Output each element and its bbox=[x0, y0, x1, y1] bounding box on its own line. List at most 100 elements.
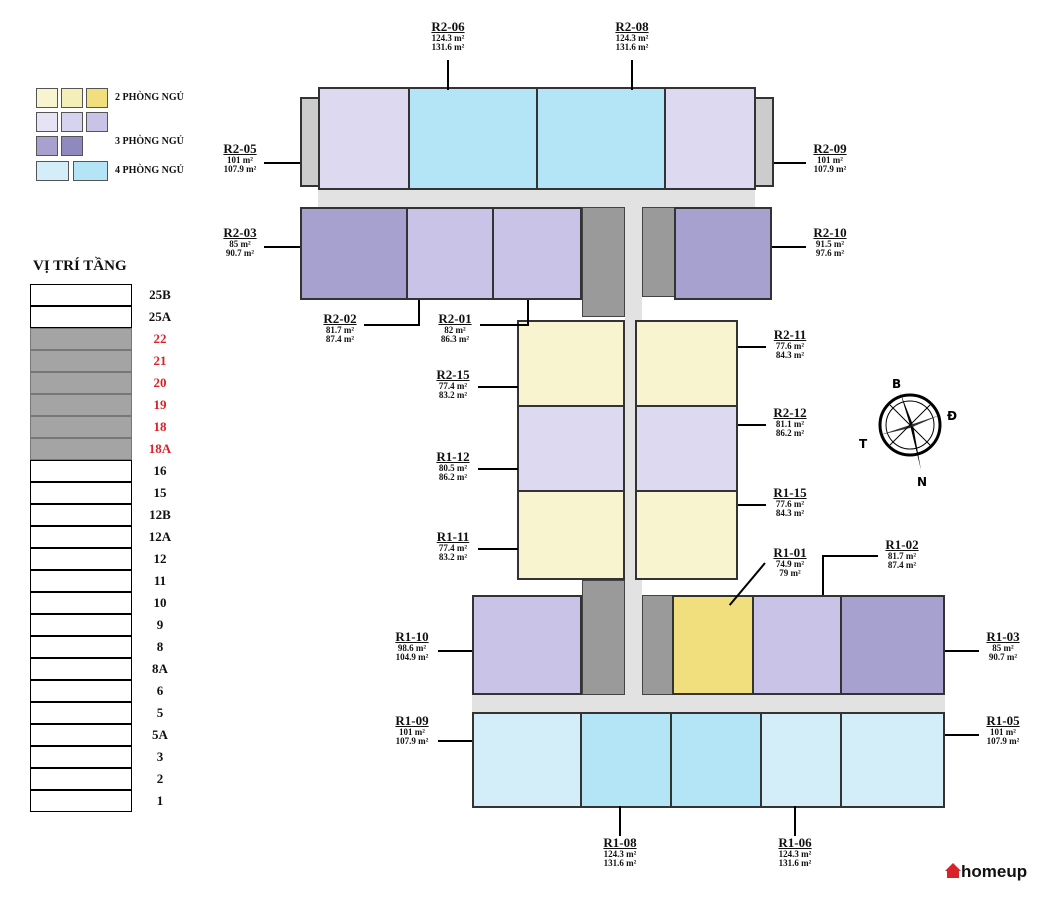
unit-r2-02[interactable] bbox=[406, 207, 494, 300]
floor-row[interactable]: 6 bbox=[30, 680, 200, 702]
floor-label: 12 bbox=[153, 551, 167, 566]
floor-box[interactable] bbox=[30, 548, 132, 570]
floor-box[interactable] bbox=[30, 570, 132, 592]
floor-box[interactable] bbox=[30, 482, 132, 504]
floor-row[interactable]: 12A bbox=[30, 526, 200, 548]
unit-area: 81.7 m² bbox=[325, 324, 355, 335]
unit-r1-07[interactable] bbox=[760, 712, 842, 808]
floor-box[interactable] bbox=[30, 658, 132, 680]
floor-row[interactable]: 3 bbox=[30, 746, 200, 768]
floor-label: 21 bbox=[153, 353, 167, 368]
floor-box[interactable] bbox=[30, 746, 132, 768]
unit-r2-05[interactable] bbox=[318, 87, 410, 190]
floor-box[interactable] bbox=[30, 702, 132, 724]
floor-box[interactable] bbox=[30, 768, 132, 790]
unit-area: 86.2 m² bbox=[775, 428, 805, 439]
unit-r2-12[interactable] bbox=[635, 405, 738, 492]
unit-r2-11[interactable] bbox=[635, 320, 738, 407]
unit-r1-11[interactable] bbox=[517, 490, 625, 580]
unit-r1-08[interactable] bbox=[580, 712, 672, 808]
unit-r1-10[interactable] bbox=[472, 595, 582, 695]
unit-r1-03[interactable] bbox=[840, 595, 945, 695]
floor-label: 25A bbox=[148, 309, 172, 324]
unit-r2-03[interactable] bbox=[300, 207, 408, 300]
unit-r1-15[interactable] bbox=[635, 490, 738, 580]
floor-row[interactable]: 25A bbox=[30, 306, 200, 328]
floor-row[interactable]: 2 bbox=[30, 768, 200, 790]
leader-line bbox=[945, 734, 979, 736]
unit-code: R2-15 bbox=[436, 367, 470, 382]
legend-label: 4 PHÒNG NGỦ bbox=[115, 165, 184, 176]
floor-row[interactable]: 25B bbox=[30, 284, 200, 306]
corridor bbox=[472, 695, 945, 712]
floor-box[interactable] bbox=[30, 636, 132, 658]
unit-area: 131.6 m² bbox=[778, 858, 812, 869]
floor-box[interactable] bbox=[30, 592, 132, 614]
floor-box[interactable] bbox=[30, 372, 132, 394]
unit-r1-06[interactable] bbox=[670, 712, 762, 808]
floor-box[interactable] bbox=[30, 350, 132, 372]
floor-box[interactable] bbox=[30, 284, 132, 306]
unit-r2-15[interactable] bbox=[517, 320, 625, 407]
floor-row[interactable]: 12 bbox=[30, 548, 200, 570]
legend-swatch bbox=[86, 112, 108, 132]
leader-line bbox=[478, 548, 518, 550]
legend-swatch bbox=[61, 88, 83, 108]
unit-r1-01[interactable] bbox=[672, 595, 754, 695]
brand-logo: homeup bbox=[945, 862, 1027, 882]
unit-r1-05[interactable] bbox=[840, 712, 945, 808]
floor-row[interactable]: 15 bbox=[30, 482, 200, 504]
floor-row[interactable]: 5 bbox=[30, 702, 200, 724]
floor-row[interactable]: 1 bbox=[30, 790, 200, 812]
floor-box[interactable] bbox=[30, 438, 132, 460]
floor-box[interactable] bbox=[30, 460, 132, 482]
floor-box[interactable] bbox=[30, 416, 132, 438]
unit-r2-01[interactable] bbox=[492, 207, 582, 300]
unit-area: 87.4 m² bbox=[887, 560, 917, 571]
floor-box[interactable] bbox=[30, 306, 132, 328]
legend-swatch bbox=[73, 161, 108, 181]
floor-box[interactable] bbox=[30, 614, 132, 636]
unit-r1-09[interactable] bbox=[472, 712, 582, 808]
floor-box[interactable] bbox=[30, 526, 132, 548]
floor-row[interactable]: 5A bbox=[30, 724, 200, 746]
unit-area: 80.5 m² bbox=[438, 462, 468, 473]
unit-code: R2-03 bbox=[223, 225, 257, 240]
floor-row[interactable]: 19 bbox=[30, 394, 200, 416]
legend-swatch bbox=[36, 112, 58, 132]
floor-row[interactable]: 18A bbox=[30, 438, 200, 460]
unit-r1-12[interactable] bbox=[517, 405, 625, 492]
floor-box[interactable] bbox=[30, 724, 132, 746]
floor-box[interactable] bbox=[30, 394, 132, 416]
floor-box[interactable] bbox=[30, 790, 132, 812]
unit-area: 131.6 m² bbox=[615, 42, 649, 53]
floor-row[interactable]: 10 bbox=[30, 592, 200, 614]
unit-r2-06[interactable] bbox=[408, 87, 538, 190]
unit-area: 131.6 m² bbox=[603, 858, 637, 869]
floor-row[interactable]: 8 bbox=[30, 636, 200, 658]
unit-code: R1-09 bbox=[395, 713, 429, 728]
unit-r2-08[interactable] bbox=[536, 87, 666, 190]
floor-row[interactable]: 12B bbox=[30, 504, 200, 526]
floor-box[interactable] bbox=[30, 504, 132, 526]
floor-row[interactable]: 18 bbox=[30, 416, 200, 438]
leader-line bbox=[447, 60, 449, 90]
floor-row[interactable]: 11 bbox=[30, 570, 200, 592]
unit-r2-09[interactable] bbox=[664, 87, 756, 190]
floor-label: 1 bbox=[156, 793, 164, 808]
unit-r2-10[interactable] bbox=[674, 207, 772, 300]
leader-line bbox=[264, 162, 300, 164]
floor-row[interactable]: 21 bbox=[30, 350, 200, 372]
floor-box[interactable] bbox=[30, 328, 132, 350]
floor-box[interactable] bbox=[30, 680, 132, 702]
floor-row[interactable]: 8A bbox=[30, 658, 200, 680]
floor-label: 9 bbox=[156, 617, 164, 632]
floor-row[interactable]: 22 bbox=[30, 328, 200, 350]
floor-row[interactable]: 16 bbox=[30, 460, 200, 482]
unit-r1-02[interactable] bbox=[752, 595, 842, 695]
floor-row[interactable]: 9 bbox=[30, 614, 200, 636]
floor-row[interactable]: 20 bbox=[30, 372, 200, 394]
